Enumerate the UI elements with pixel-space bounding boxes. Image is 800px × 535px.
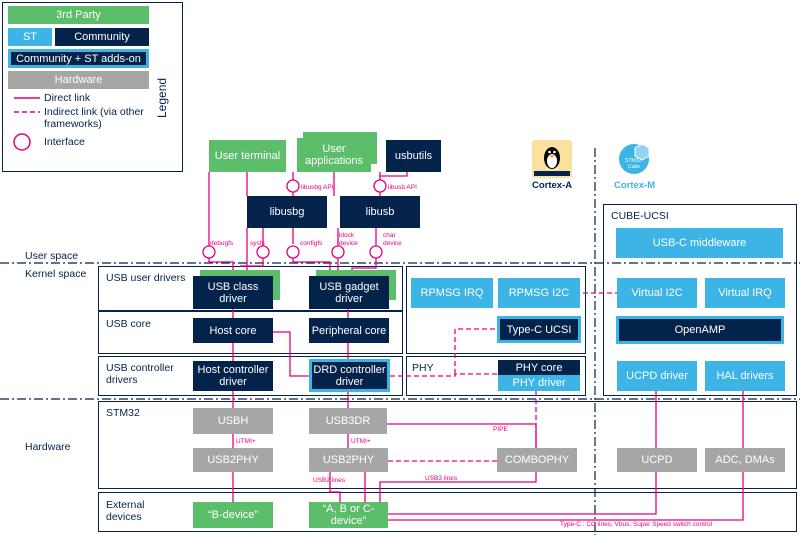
usb2-lines-label: USB2 lines xyxy=(313,477,346,484)
openstlinux-logo xyxy=(532,140,572,178)
usb-gadget-driver-box: USB gadget driver xyxy=(309,276,389,309)
host-core-box: Host core xyxy=(193,318,273,343)
b-device-box: “B-device” xyxy=(193,502,273,528)
stm32-frame xyxy=(98,401,797,489)
penguin-icon xyxy=(534,147,570,176)
adc-dmas-box: ADC, DMAs xyxy=(705,448,785,472)
svg-text:Cube: Cube xyxy=(628,164,640,170)
cube-icon: STM32 Cube xyxy=(619,143,650,174)
usb-core-frame xyxy=(98,311,403,354)
usb2phy-box-1: USB2PHY xyxy=(193,448,273,472)
user-terminal-box: User terminal xyxy=(209,140,286,172)
cube-ucsi-label: CUBE-UCSI xyxy=(611,210,669,222)
ucpd-box: UCPD xyxy=(617,448,697,472)
legend-community-st: Community + ST adds-on xyxy=(8,49,149,68)
cortex-m-label: Cortex-M xyxy=(614,180,656,191)
pipe-label: PIPE xyxy=(493,426,508,433)
hardware-label: Hardware xyxy=(25,441,71,453)
abc-device-box: “A, B or C-device” xyxy=(309,502,388,528)
phy-label: PHY xyxy=(412,362,434,374)
legend-indirect-link: Indirect link (via other frameworks) xyxy=(44,106,144,130)
openamp-box: OpenAMP xyxy=(616,316,784,344)
legend-interface: Interface xyxy=(44,136,85,148)
ucpd-driver-box: UCPD driver xyxy=(617,361,697,391)
libusbg-box: libusbg xyxy=(247,196,327,228)
sysfs-label: sysfs xyxy=(250,240,265,247)
usb-core-label: USB core xyxy=(106,318,151,330)
char-device-label: char device xyxy=(383,232,402,247)
usbc-middleware-box: USB-C middleware xyxy=(616,228,783,258)
legend-hardware: Hardware xyxy=(8,71,149,89)
configfs-label: configfs xyxy=(300,240,323,247)
combophy-box: COMBOPHY xyxy=(497,448,577,472)
block-device-label: block device xyxy=(339,232,358,247)
phy-core-box: PHY core xyxy=(498,360,580,375)
usb3dr-box: USB3DR xyxy=(309,408,387,434)
usb-user-drivers-label: USB user drivers xyxy=(106,272,186,284)
libusbg-api-label: libusbg API xyxy=(301,184,334,191)
usb-controller-drivers-label: USB controller drivers xyxy=(106,362,174,386)
hal-drivers-box: HAL drivers xyxy=(705,361,785,391)
typec-note-label: Type-C : CC lines, Vbus, Super Speed swi… xyxy=(560,521,713,528)
cube-ucsi-frame xyxy=(603,204,797,396)
phy-driver-box: PHY driver xyxy=(498,375,580,391)
svg-text:STM32: STM32 xyxy=(625,158,641,164)
usb3-lines-label: USB3 lines xyxy=(425,475,458,482)
drd-controller-driver-box: DRD controller driver xyxy=(309,359,390,392)
user-space-label: User space xyxy=(25,250,79,262)
host-controller-driver-box: Host controller driver xyxy=(193,361,273,391)
usb2phy-box-2: USB2PHY xyxy=(309,448,388,472)
debugfs-label: debugfs xyxy=(210,240,234,247)
usbutils-box: usbutils xyxy=(386,140,441,172)
rpmsg-i2c-box: RPMSG I2C xyxy=(498,278,580,308)
legend-3rd-party: 3rd Party xyxy=(8,6,149,24)
utmi-label-1: UTMI+ xyxy=(236,438,256,445)
rpmsg-irq-box: RPMSG IRQ xyxy=(411,278,493,308)
legend-direct-link: Direct link xyxy=(44,92,91,104)
user-applications-box: User applications xyxy=(297,138,371,172)
external-devices-frame xyxy=(98,492,797,532)
rpmsg-frame xyxy=(406,266,586,354)
libusb-api-label: libusb API xyxy=(388,184,417,191)
typec-ucsi-box: Type-C UCSI xyxy=(497,316,581,343)
legend-frame xyxy=(2,2,183,172)
external-devices-label: External devices xyxy=(106,499,145,523)
usb-class-driver-box: USB class driver xyxy=(193,276,273,309)
utmi-label-2: UTMI+ xyxy=(351,438,371,445)
kernel-space-label: Kernel space xyxy=(25,268,87,280)
legend-title: Legend xyxy=(155,77,169,118)
usbh-box: USBH xyxy=(193,408,273,434)
legend-community: Community xyxy=(55,28,149,46)
stm32cube-logo: STM32 Cube xyxy=(612,138,656,176)
stm32-label: STM32 xyxy=(106,407,140,419)
cortex-a-label: Cortex-A xyxy=(532,180,573,191)
peripheral-core-box: Peripheral core xyxy=(309,318,389,343)
legend-st: ST xyxy=(8,28,52,46)
libusb-box: libusb xyxy=(340,196,420,228)
virtual-i2c-box: Virtual I2C xyxy=(617,278,697,308)
virtual-irq-box: Virtual IRQ xyxy=(705,278,785,308)
